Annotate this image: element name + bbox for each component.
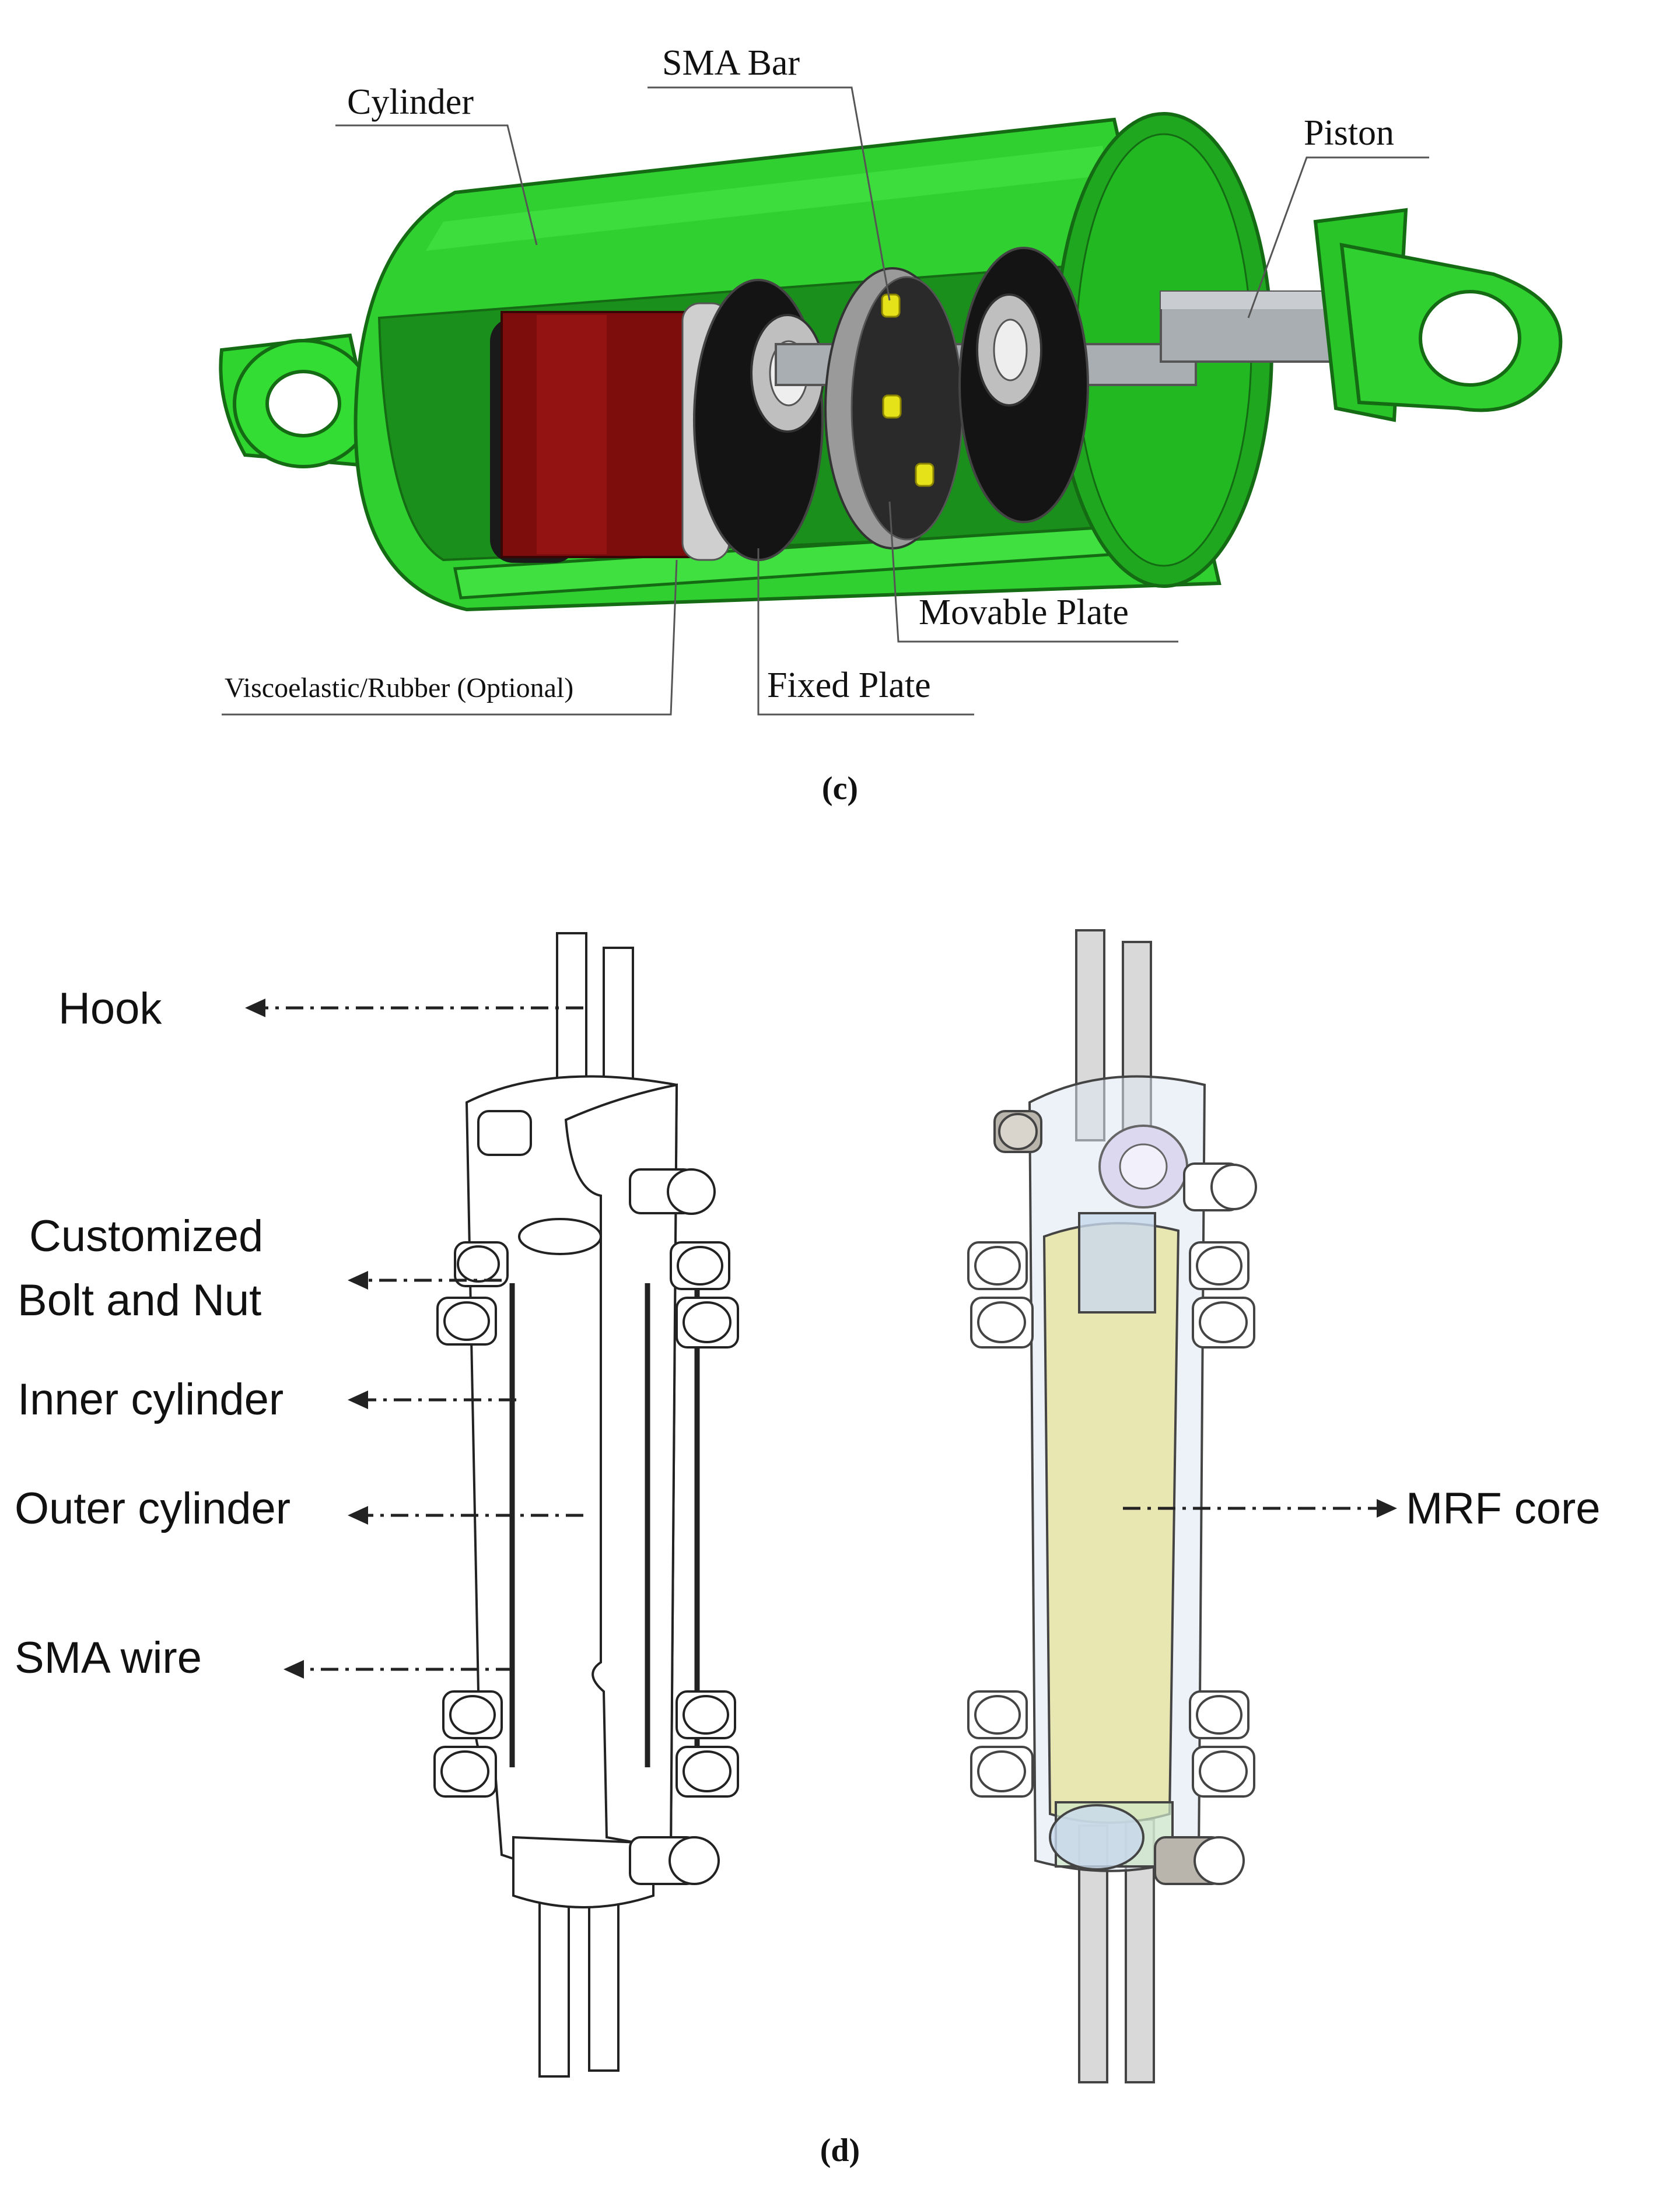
right-eye-lug (1313, 208, 1563, 422)
bolt-nut (442, 1690, 503, 1739)
bolt-nut (670, 1241, 730, 1290)
bolt-nut (1183, 1162, 1257, 1211)
sma-bar (882, 394, 902, 419)
caption-d: (d) (820, 2132, 860, 2169)
bolt-nut (967, 1690, 1028, 1739)
end-plate (958, 247, 1089, 523)
arrow-bolt (348, 1271, 368, 1290)
label-sma-bar: SMA Bar (662, 43, 800, 83)
bolt-nut (477, 1110, 532, 1156)
bolt-nut (433, 1746, 497, 1798)
caption-c: (c) (822, 770, 858, 807)
bolt-nut (1154, 1836, 1245, 1885)
leader-piston (1247, 156, 1429, 318)
arrow-inner-cylinder (348, 1391, 368, 1409)
label-inner-cylinder: Inner cylinder (18, 1375, 284, 1424)
label-cylinder: Cylinder (347, 82, 474, 122)
leader-viscoelastic (222, 559, 678, 716)
leader-cylinder (335, 124, 538, 246)
label-fixed-plate: Fixed Plate (767, 666, 931, 705)
label-movable-plate: Movable Plate (919, 593, 1129, 632)
label-bolt-line2: Bolt and Nut (18, 1276, 261, 1325)
bolt-nut (676, 1297, 739, 1349)
leader-sma-bar (648, 86, 891, 301)
bolt-nut (967, 1241, 1028, 1290)
bolt-nut (970, 1297, 1034, 1349)
label-mrf-core: MRF core (1406, 1484, 1601, 1533)
panel-d-devices: Hook Customized Bolt and Nut Inner cylin… (15, 929, 1601, 2169)
left-eye-lug (219, 333, 382, 469)
bolt-nut (1192, 1297, 1255, 1349)
arrow-hook (245, 999, 265, 1017)
bolt-nut (676, 1690, 736, 1739)
panel-c-leaders (222, 86, 1429, 716)
arrow-sma-wire (284, 1660, 304, 1679)
left-device-line-drawing (433, 932, 739, 2078)
arrow-outer-cylinder (348, 1506, 368, 1525)
panel-c-damper: Cylinder SMA Bar Piston Movable Plate Fi… (219, 43, 1563, 807)
label-piston: Piston (1304, 113, 1394, 153)
arrow-mrf-core (1377, 1499, 1397, 1518)
right-device-render (967, 929, 1257, 2083)
movable-plate (824, 267, 964, 549)
label-viscoelastic: Viscoelastic/Rubber (Optional) (225, 673, 573, 703)
bolt-nut (629, 1168, 716, 1215)
fixed-plate (693, 279, 825, 561)
bolt-nut (629, 1836, 720, 1885)
sma-bar (881, 293, 901, 318)
leader-fixed-plate (757, 548, 974, 716)
leader-movable-plate (888, 501, 1178, 643)
sma-bar (915, 463, 935, 487)
label-bolt-line1: Customized (29, 1211, 263, 1261)
label-sma-wire: SMA wire (15, 1633, 202, 1683)
bolt-nut (970, 1746, 1034, 1798)
bolt-nut (454, 1241, 509, 1287)
bolt-nut (993, 1110, 1042, 1153)
bolt-nut (1189, 1690, 1250, 1739)
bolt-nut (1192, 1746, 1255, 1798)
bolt-nut (436, 1297, 497, 1346)
arrowheads (245, 999, 1397, 1679)
bolt-nut (1189, 1241, 1250, 1290)
piston-rod (1160, 290, 1331, 363)
bolt-nut (676, 1746, 739, 1798)
label-outer-cylinder: Outer cylinder (15, 1484, 290, 1533)
label-hook: Hook (58, 984, 162, 1034)
panel-d-leaders (260, 1006, 1377, 1671)
